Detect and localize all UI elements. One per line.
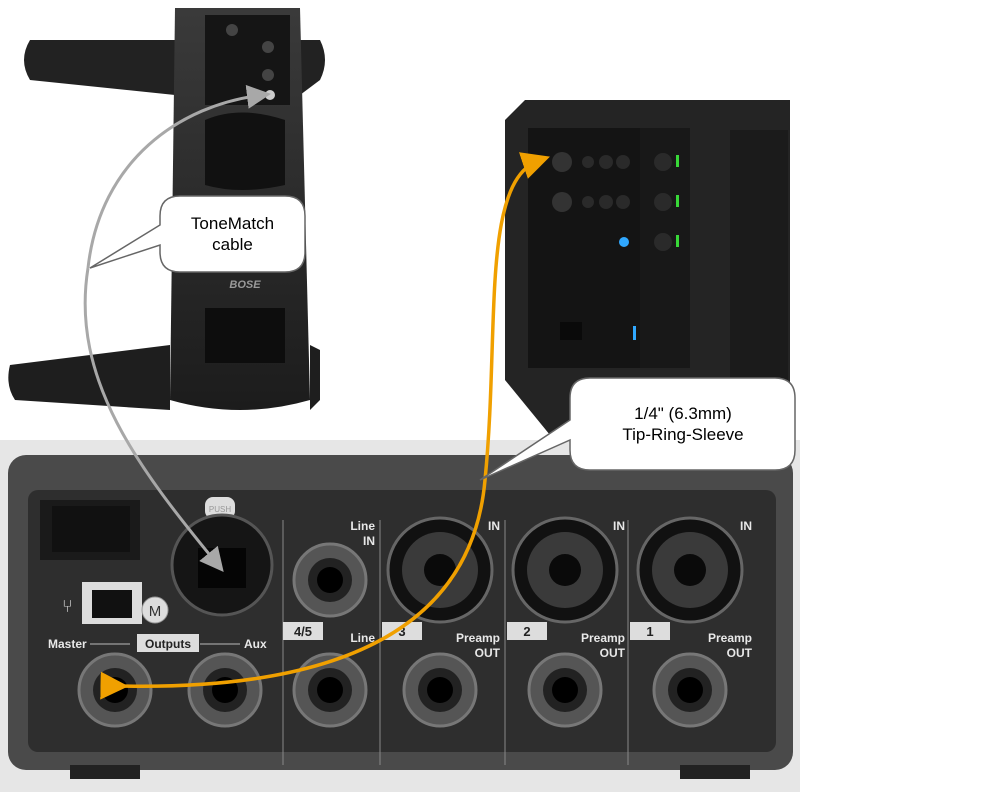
callout-text: Tip-Ring-Sleeve xyxy=(622,425,744,444)
tonematch-callout-bubble xyxy=(89,195,306,273)
usb-icon: ⑂ xyxy=(62,596,73,616)
line-in-label: Line xyxy=(350,519,375,533)
channel-2-label: 2 xyxy=(523,624,530,639)
preamp-label-2: Preamp xyxy=(581,631,625,645)
out-label-2: OUT xyxy=(600,646,626,660)
tonematch-callout: ToneMatch cable xyxy=(160,213,305,255)
mixer-rear-panel: ⑂ M xyxy=(0,440,800,792)
speaker-input-1 xyxy=(552,152,572,172)
callout-text: cable xyxy=(212,235,253,254)
out-label-3: OUT xyxy=(475,646,501,660)
outputs-label: Outputs xyxy=(145,637,191,651)
in-label-3: IN xyxy=(488,519,500,533)
out-label-1: OUT xyxy=(727,646,753,660)
line-in-label-2: IN xyxy=(363,534,375,548)
master-label: Master xyxy=(48,637,87,651)
trs-callout-bubble xyxy=(479,377,796,481)
svg-text:M: M xyxy=(149,603,162,620)
preamp-label-1: Preamp xyxy=(708,631,752,645)
bose-logo: BOSE xyxy=(229,279,261,291)
in-label-1: IN xyxy=(740,519,752,533)
in-label-2: IN xyxy=(613,519,625,533)
preamp-label-3: Preamp xyxy=(456,631,500,645)
aux-label: Aux xyxy=(244,637,267,651)
push-label: PUSH xyxy=(209,505,231,514)
trs-cable-line xyxy=(100,152,550,700)
channel-4-5-label: 4/5 xyxy=(294,624,312,639)
speaker-input-2 xyxy=(552,192,572,212)
callout-text: 1/4" (6.3mm) xyxy=(634,404,732,423)
callout-text: ToneMatch xyxy=(190,214,275,233)
trs-callout: 1/4" (6.3mm) Tip-Ring-Sleeve xyxy=(572,403,794,445)
tonematch-cable-line xyxy=(86,84,271,269)
channel-1-label: 1 xyxy=(646,624,653,639)
